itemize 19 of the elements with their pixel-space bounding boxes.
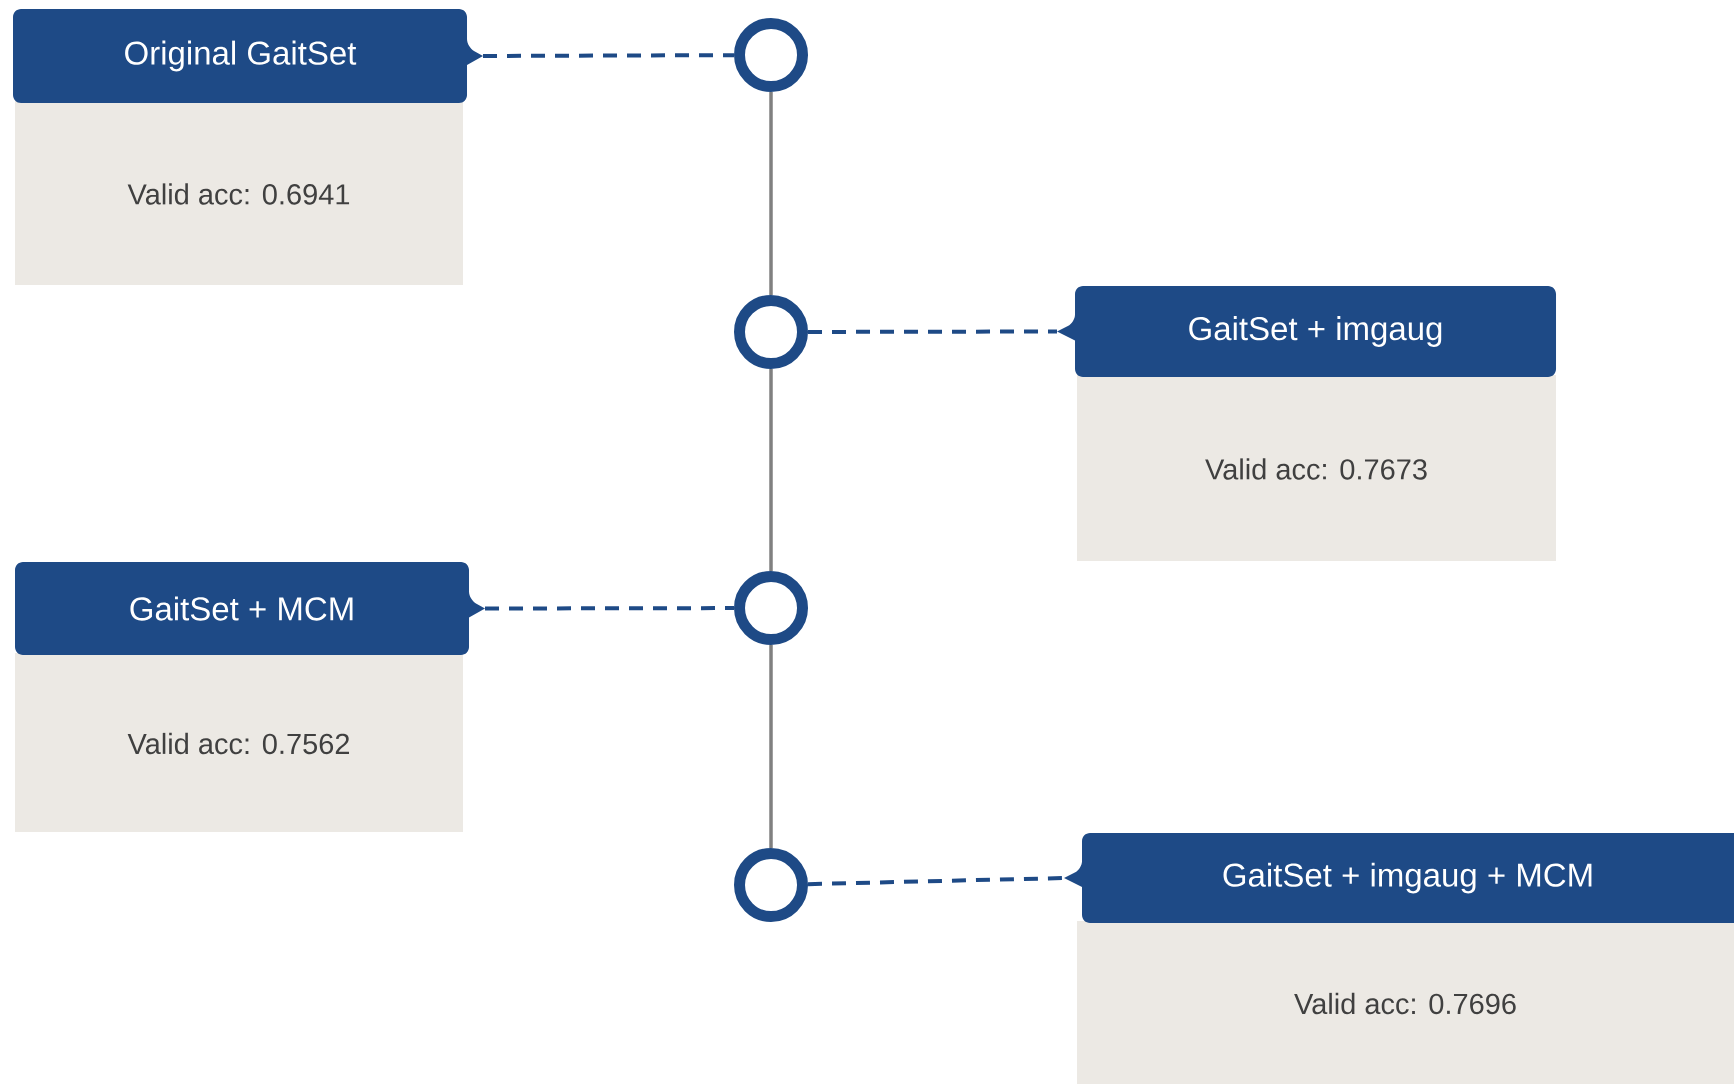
timeline-marker: [734, 295, 808, 369]
timeline-marker: [734, 18, 808, 92]
timeline-line: [769, 369, 773, 571]
timeline-card: Original GaitSet Valid acc: 0.6941: [13, 9, 483, 285]
node-label: GaitSet + MCM: [130, 596, 353, 621]
node-label: GaitSet + imgaug: [1189, 316, 1442, 347]
timeline-line: [769, 92, 773, 295]
timeline-card: GaitSet + MCM Valid acc: 0.7562: [15, 562, 485, 832]
timeline-marker: [734, 848, 808, 922]
node-label: Original GaitSet: [125, 40, 357, 72]
dashed-connector: [485, 606, 734, 611]
timeline-card: GaitSet + imgaug + MCM Valid acc: 0.7696: [1064, 833, 1734, 1084]
timeline-card: GaitSet + imgaug Valid acc: 0.7673: [1057, 286, 1556, 561]
dashed-connector: [807, 876, 1065, 887]
dashed-connector: [808, 329, 1057, 334]
timeline-marker: [734, 571, 808, 645]
dashed-connector: [483, 53, 734, 58]
node-label: GaitSet + imgaug + MCM: [1223, 862, 1592, 894]
timeline-line: [769, 645, 773, 848]
